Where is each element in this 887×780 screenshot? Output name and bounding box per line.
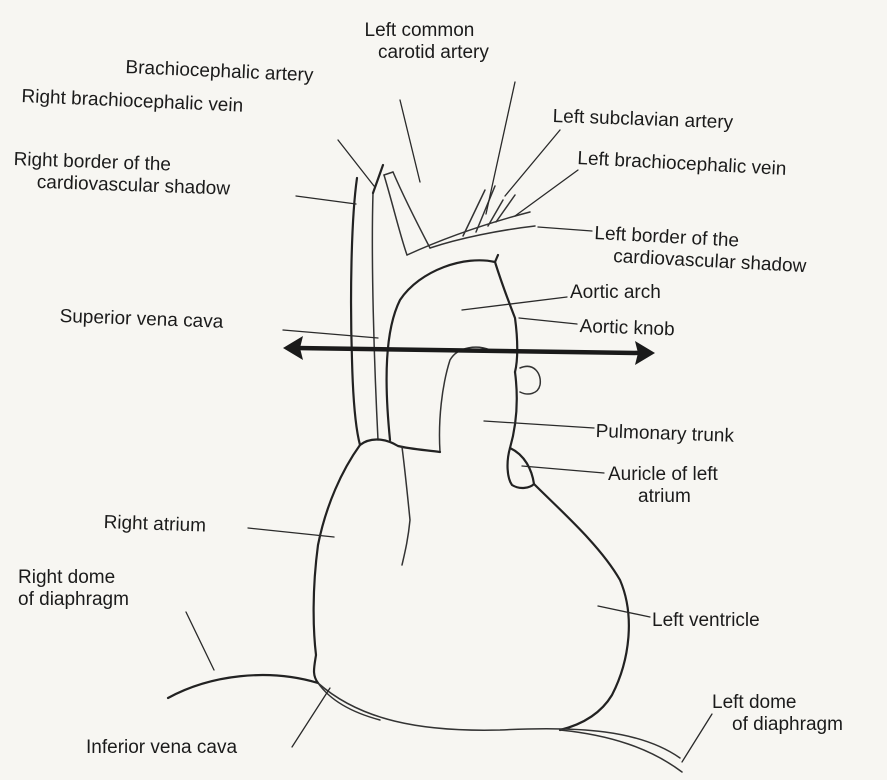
leader-left-subclavian-artery [505, 130, 560, 196]
aortic-knob-bump [520, 366, 540, 394]
leader-left-common-carotid [486, 82, 515, 214]
pulmonary-trunk-right [510, 372, 517, 448]
leader-inferior-vena-cava [292, 688, 330, 747]
label-auricle-of-left-atrium: Auricle of left atrium [608, 464, 718, 508]
atrial-inner-line [402, 447, 410, 565]
leader-auricle-left-atrium [522, 466, 604, 473]
label-line: carotid artery [350, 42, 489, 64]
right-atrium-top [360, 439, 440, 452]
leader-aortic-arch [462, 297, 567, 310]
label-line: Aortic arch [570, 282, 661, 304]
label-left-ventricle: Left ventricle [652, 610, 760, 632]
left-subclavian-stub [488, 195, 515, 226]
label-line: Auricle of left [608, 464, 718, 486]
left-dome-of-diaphragm-outline [560, 730, 682, 772]
label-aortic-arch: Aortic arch [570, 282, 661, 304]
label-line: Left ventricle [652, 610, 760, 632]
leader-superior-vena-cava [283, 330, 378, 338]
label-line: Left common [350, 20, 489, 42]
leader-left-dome [682, 714, 712, 762]
leader-aortic-knob [519, 318, 577, 324]
auricle-left-atrium-outline [508, 448, 534, 488]
label-right-atrium: Right atrium [103, 512, 206, 538]
label-inferior-vena-cava: Inferior vena cava [86, 737, 237, 759]
right-brachiocephalic-vein-end [373, 165, 383, 193]
cardiac-base-outline [318, 683, 680, 758]
label-line: Left dome [712, 692, 843, 714]
width-measurement-arrow-line [296, 348, 640, 353]
leader-left-brachiocephalic-vein [515, 170, 578, 216]
svc-inner-border [372, 193, 378, 440]
label-aortic-knob: Aortic knob [579, 316, 675, 341]
label-line: of diaphragm [712, 714, 843, 736]
aorta-left-top [495, 255, 498, 262]
label-line: Right dome [18, 567, 129, 589]
brachiocephalic-artery-top [384, 172, 393, 175]
leader-left-ventricle [598, 606, 650, 617]
leader-brachiocephalic-artery [400, 100, 420, 182]
label-line: atrium [608, 486, 718, 508]
label-line: of diaphragm [18, 589, 129, 611]
right-border-outline [314, 178, 360, 683]
label-line: Inferior vena cava [86, 737, 237, 759]
label-line: Right atrium [103, 512, 206, 538]
width-measurement-arrowhead-right [635, 341, 655, 365]
label-left-common-carotid-artery: Left common carotid artery [350, 20, 489, 64]
label-right-border-cardiovascular-shadow: Right border of the cardiovascular shado… [12, 149, 231, 201]
pulmonary-trunk-outline [439, 347, 490, 452]
leader-right-border [296, 196, 356, 204]
right-dome-of-diaphragm-outline [168, 675, 318, 698]
leader-left-border [538, 227, 592, 231]
leader-pulmonary-trunk [484, 421, 594, 428]
label-line: Aortic knob [579, 316, 675, 341]
left-ventricle-border [534, 484, 629, 730]
leader-right-dome [186, 612, 214, 670]
label-left-dome-of-diaphragm: Left dome of diaphragm [712, 692, 843, 736]
width-measurement-arrowhead-left [283, 336, 303, 360]
label-right-dome-of-diaphragm: Right dome of diaphragm [18, 567, 129, 611]
brachiocephalic-artery-outline [384, 172, 430, 255]
